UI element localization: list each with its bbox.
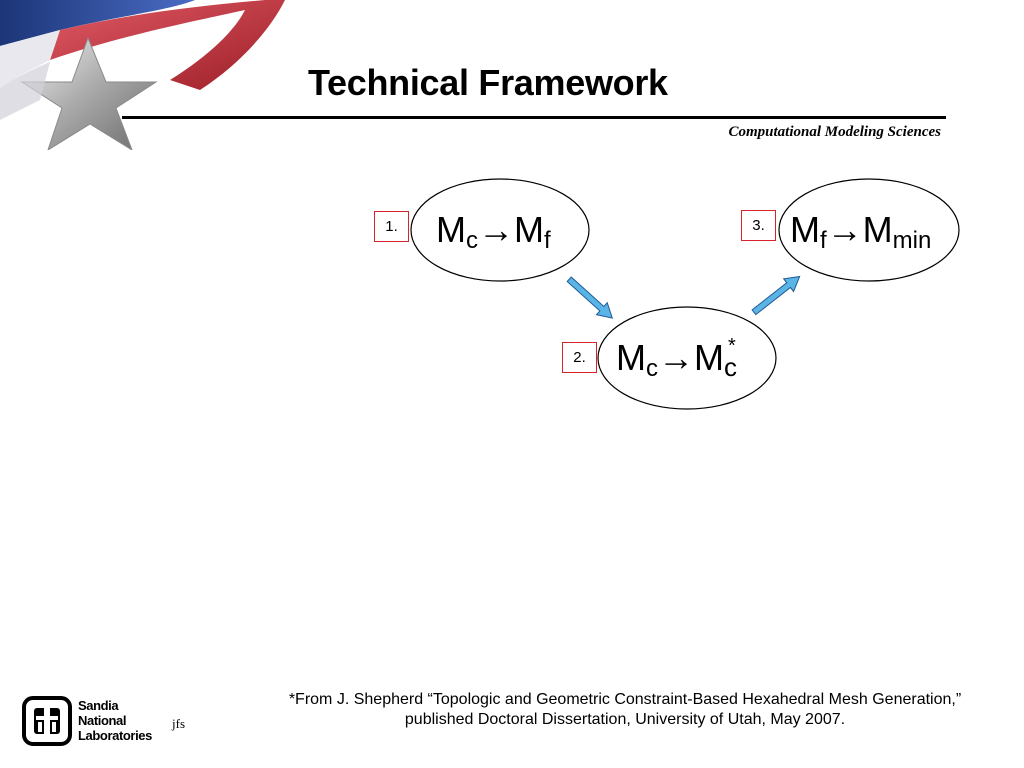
slide-subtitle: Computational Modeling Sciences [728,124,941,140]
author-initials: jfs [172,716,185,731]
step-1-transform: Mc→Mf [436,209,551,254]
step-2-number: 2. [562,342,597,373]
sandia-logo-text: Sandia National Laboratories [78,698,152,743]
step-3-ellipse [778,178,960,282]
step-3-number: 3. [741,210,776,241]
footnote-line-1: *From J. Shepherd “Topologic and Geometr… [288,691,962,708]
citation-footnote: *From J. Shepherd “Topologic and Geometr… [260,690,990,730]
footnote-line-2: published Doctoral Dissertation, Univers… [404,711,846,728]
logo-line-1: Sandia [78,698,119,713]
step-3-transform: Mf→Mmin [790,209,932,254]
arrow-step2-to-step3 [751,275,801,316]
title-divider [122,116,946,119]
step-2-transform: Mc→M*c [616,335,737,382]
flag-star-logo [0,0,285,150]
logo-line-2: National [78,713,127,728]
slide-title: Technical Framework [308,62,668,103]
step-1-number: 1. [374,211,409,242]
step-2-ellipse [597,306,777,410]
sandia-thunderbird-icon [22,696,72,746]
logo-line-3: Laboratories [78,728,152,743]
step-1-ellipse [410,178,590,282]
arrow-step1-to-step2 [566,276,614,319]
